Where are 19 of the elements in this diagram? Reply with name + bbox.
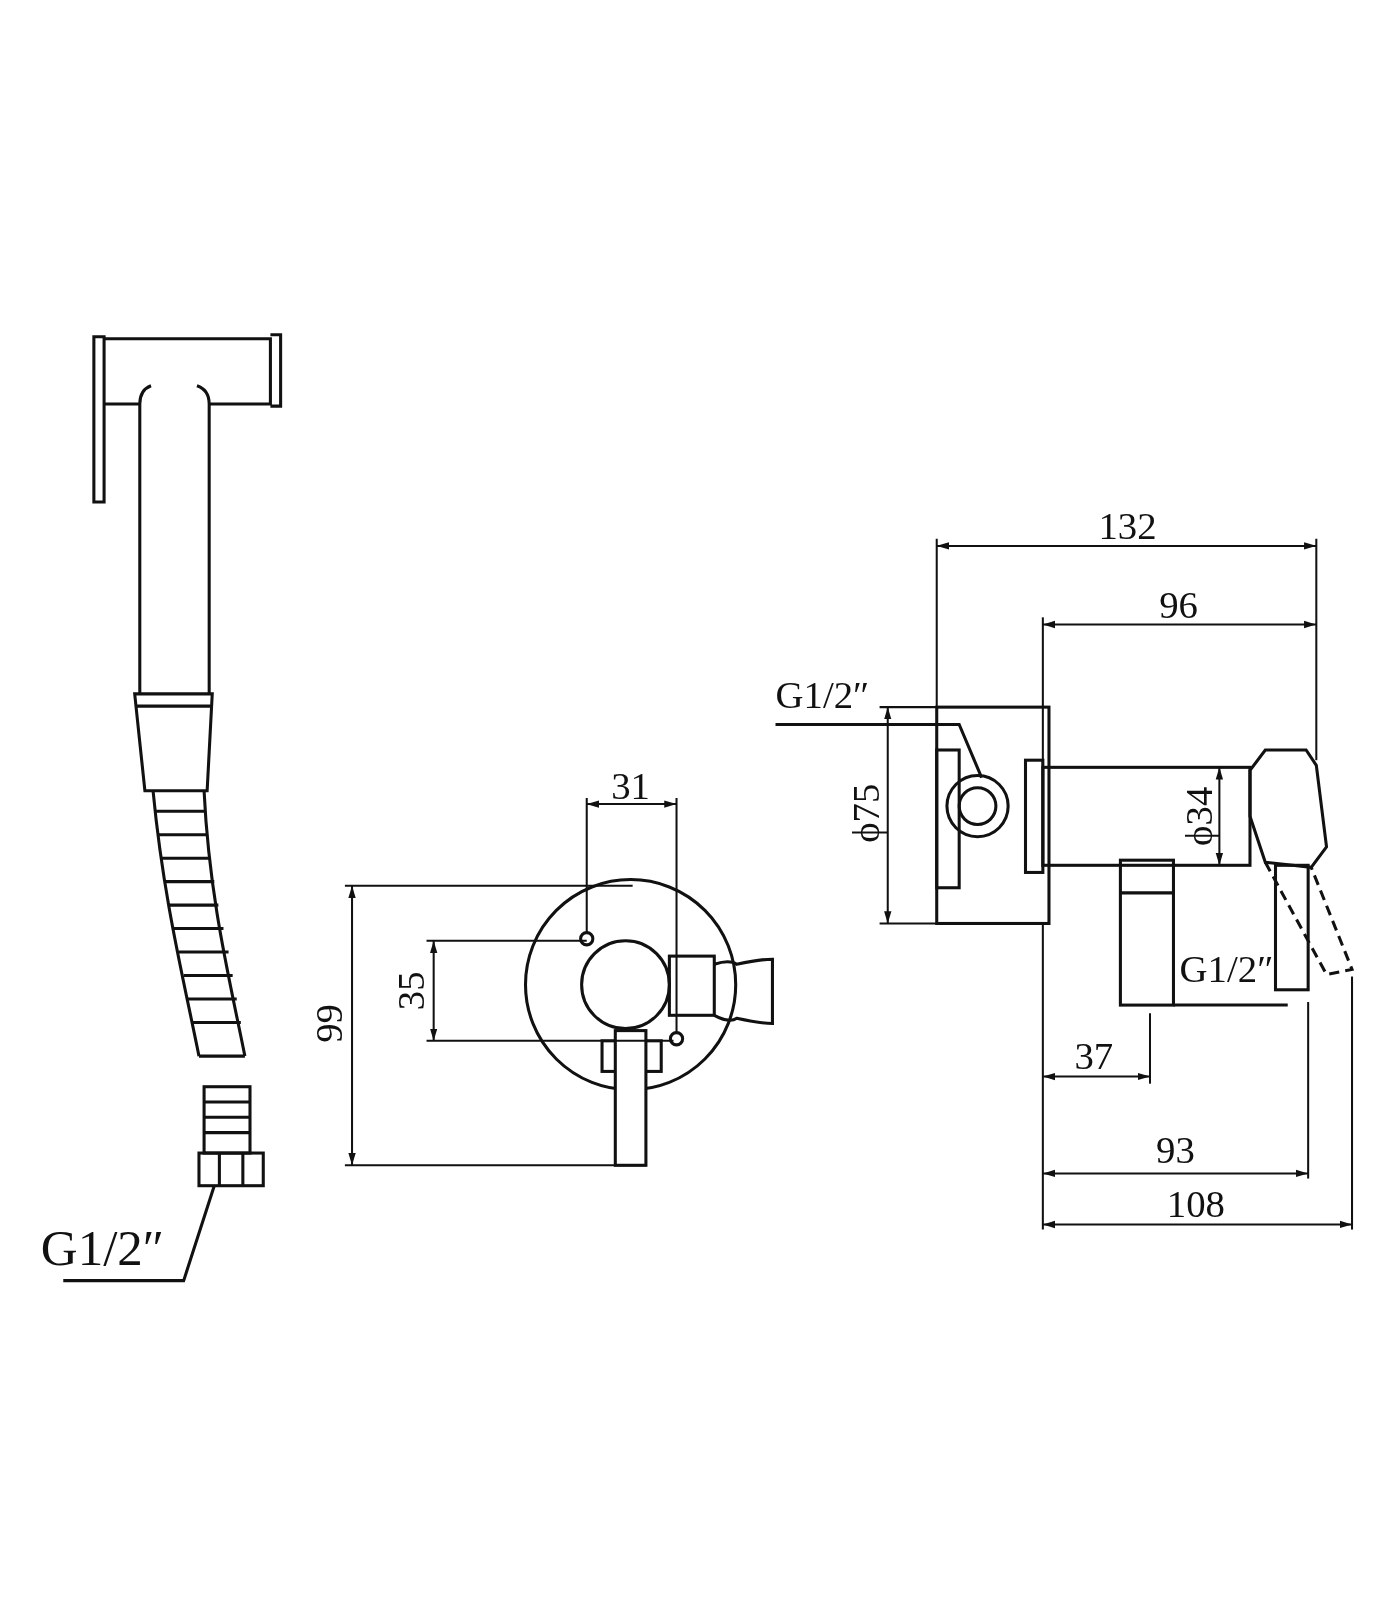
outlet-nipple (1118, 858, 1175, 1007)
thread-size-label: G1/2″ (775, 675, 870, 715)
thread-size-label: G1/2″ (40, 1222, 165, 1274)
dimension-value: 99 (309, 1004, 348, 1043)
leader-line (1173, 1003, 1288, 1007)
dimension-value: 31 (611, 766, 650, 806)
dimension-value: 96 (1159, 585, 1198, 625)
dimension-value: ϕ75 (845, 783, 885, 843)
hose-nut (197, 1151, 265, 1188)
dimension-value: 35 (391, 971, 431, 1011)
dimension-value: 93 (1156, 1130, 1195, 1170)
thread-size-label: G1/2″ (1179, 948, 1274, 988)
dimension-value: 37 (1074, 1036, 1114, 1076)
leader-line (775, 722, 984, 779)
leader-line (63, 1185, 216, 1283)
dimension-value: 132 (1098, 506, 1157, 545)
dimension-value: ϕ34 (1179, 786, 1219, 846)
elbow-fitting (945, 773, 1010, 839)
dimension-value: 108 (1166, 1184, 1225, 1224)
